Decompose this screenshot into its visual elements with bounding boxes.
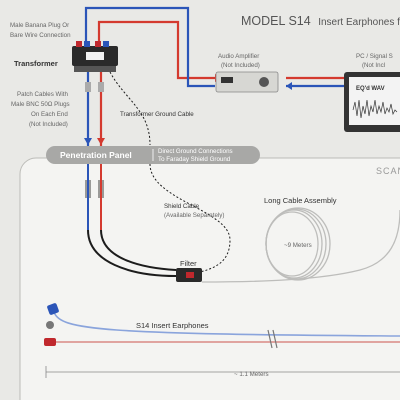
- pc-label-2: (Not Incl: [362, 62, 385, 69]
- long-cable-length: ~9 Meters: [284, 242, 312, 249]
- banana-plug-label-1: Male Banana Plug Or: [10, 22, 69, 29]
- shield-cable-label-2: (Available Separately): [164, 212, 224, 219]
- earphone-icon: [46, 303, 59, 329]
- page-title: MODEL S14 Insert Earphones f: [241, 14, 400, 28]
- transformer-icon: [72, 41, 118, 72]
- transformer-ground-label: Transformer Ground Cable: [120, 111, 194, 118]
- shield-cable-label-1: Shield Cable: [164, 203, 200, 210]
- long-cable-line: [201, 209, 400, 283]
- earphones-label: S14 Insert Earphones: [136, 321, 209, 330]
- model-name: MODEL S14: [241, 14, 311, 28]
- amp-red-cable: [97, 20, 215, 80]
- amp-blue-cable: [84, 6, 215, 88]
- screen-text: EQ'd WAV: [356, 86, 385, 92]
- earphone-icon: [44, 338, 56, 346]
- scan-room-area: [19, 157, 400, 400]
- banana-plug-label-2: Bare Wire Connection: [10, 32, 71, 39]
- earphone-length-label: ~ 1.1 Meters: [234, 371, 269, 378]
- bnc-plug: [98, 82, 104, 92]
- transformer-ground-cable: [109, 71, 151, 146]
- patch-label-1: Patch Cables With: [17, 91, 68, 98]
- monitor-icon: [344, 72, 400, 132]
- arrow-blue: [286, 82, 292, 90]
- filter-label: Filter: [180, 259, 197, 268]
- cable-break-mark: [267, 329, 278, 349]
- ground-label-1: Direct Ground Connections: [158, 148, 233, 155]
- amplifier-label-1: Audio Amplifier: [218, 53, 259, 60]
- room-black-cable: [87, 229, 177, 277]
- pc-label-1: PC / Signal S: [356, 53, 393, 60]
- patch-label-3: On Each End: [31, 111, 68, 118]
- title-rest: Insert Earphones f: [318, 17, 400, 28]
- bnc-plug: [85, 82, 91, 92]
- long-cable-label: Long Cable Assembly: [264, 196, 337, 205]
- patch-red-arrow: [97, 138, 105, 145]
- ground-label-2: To Faraday Shield Ground: [158, 156, 231, 163]
- long-cable-coil: [265, 207, 331, 281]
- patch-blue-arrow: [84, 138, 92, 145]
- filter-icon: [176, 268, 202, 282]
- patch-label-2: Male BNC 50Ω Plugs: [11, 101, 70, 108]
- amplifier-label-2: (Not Included): [221, 62, 260, 69]
- patch-label-4: (Not Included): [29, 121, 68, 128]
- shield-cable: [149, 163, 231, 273]
- room-black-cable: [100, 229, 177, 271]
- amplifier-icon: [215, 71, 279, 93]
- penetration-panel-label: Penetration Panel: [60, 150, 132, 160]
- transformer-label: Transformer: [14, 59, 58, 68]
- earphone-blue-cable: [53, 311, 400, 337]
- scan-room-label: SCAN: [376, 166, 400, 176]
